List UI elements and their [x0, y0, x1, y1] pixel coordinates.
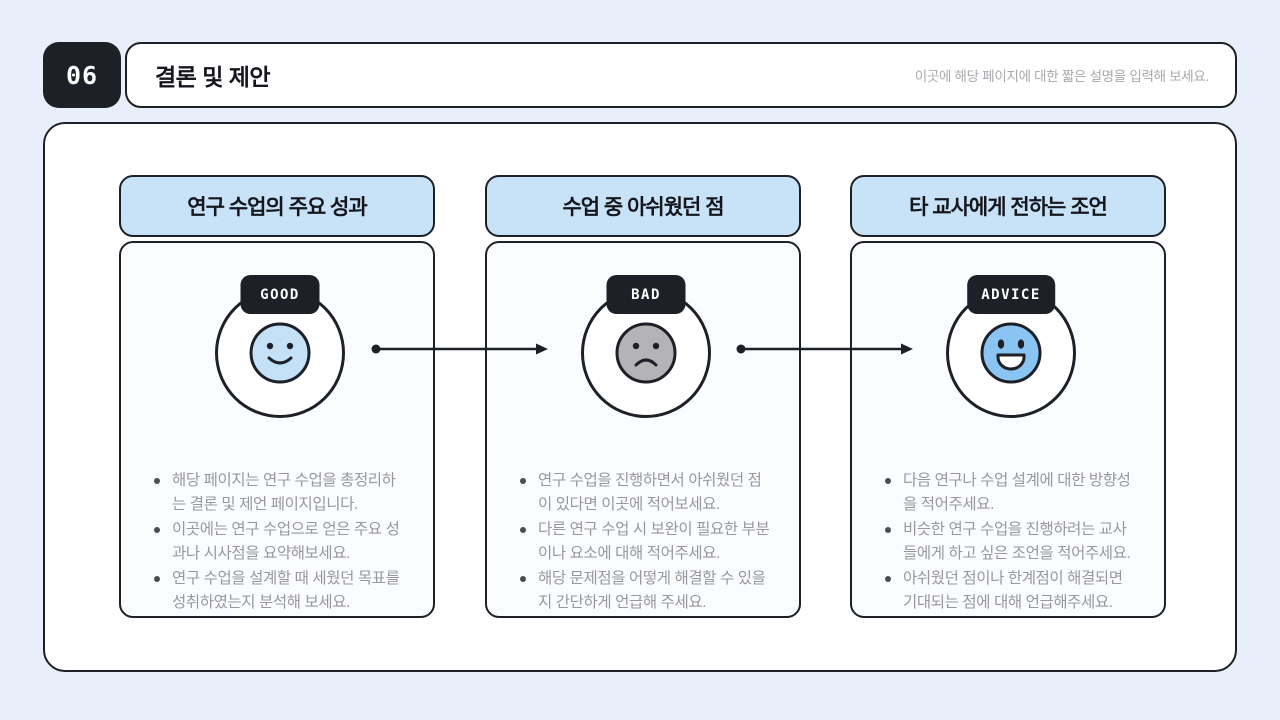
card-regrets-body: BAD 연구 수업을 진행하면서 아쉬웠던 점이 있다면 이곳에 적어보세요. …	[485, 241, 801, 618]
good-figure: GOOD	[153, 275, 407, 444]
card-advice: 타 교사에게 전하는 조언 ADVICE 다음 연구나 수업 설계에 대한 방향…	[850, 175, 1166, 618]
card-advice-body: ADVICE 다음 연구나 수업 설계에 대한 방향성을 적어주세요. 비슷한 …	[850, 241, 1166, 618]
list-item: 연구 수업을 진행하면서 아쉬웠던 점이 있다면 이곳에 적어보세요.	[519, 469, 773, 517]
good-face-icon	[249, 322, 311, 384]
bad-figure: BAD	[519, 275, 773, 444]
list-item: 아쉬웠던 점이나 한계점이 해결되면 기대되는 점에 대해 언급해주세요.	[884, 567, 1138, 615]
list-item: 해당 페이지는 연구 수업을 총정리하는 결론 및 제언 페이지입니다.	[153, 469, 407, 517]
list-item: 연구 수업을 설계할 때 세웠던 목표를 성취하였는지 분석해 보세요.	[153, 567, 407, 615]
page-number-badge: 06	[43, 42, 121, 108]
content-panel: 연구 수업의 주요 성과 GOOD 해당 페이지는 연구 수업을 총정리하는 결…	[43, 122, 1237, 672]
card-achievements: 연구 수업의 주요 성과 GOOD 해당 페이지는 연구 수업을 총정리하는 결…	[119, 175, 435, 618]
card-title: 수업 중 아쉬웠던 점	[562, 196, 724, 219]
page-title: 결론 및 제안	[155, 64, 271, 90]
card-title: 타 교사에게 전하는 조언	[909, 196, 1108, 219]
page-description: 이곳에 해당 페이지에 대한 짧은 설명을 입력해 보세요.	[914, 69, 1210, 84]
card-achievements-header: 연구 수업의 주요 성과	[119, 175, 435, 237]
advice-face-ring	[946, 288, 1076, 418]
card-regrets: 수업 중 아쉬웠던 점 BAD 연구 수업을 진행하면서 아쉬웠던 점이 있다면	[485, 175, 801, 618]
list-item: 다른 연구 수업 시 보완이 필요한 부분이나 요소에 대해 적어주세요.	[519, 518, 773, 566]
bullet-list: 연구 수업을 진행하면서 아쉬웠던 점이 있다면 이곳에 적어보세요. 다른 연…	[519, 469, 773, 615]
arrow-icon	[736, 343, 913, 355]
title-bar: 결론 및 제안 이곳에 해당 페이지에 대한 짧은 설명을 입력해 보세요.	[125, 42, 1237, 108]
advice-badge: ADVICE	[967, 275, 1055, 314]
card-achievements-body: GOOD 해당 페이지는 연구 수업을 총정리하는 결론 및 제언 페이지입니다…	[119, 241, 435, 618]
advice-figure: ADVICE	[884, 275, 1138, 444]
good-badge: GOOD	[240, 275, 320, 314]
bad-badge: BAD	[606, 275, 686, 314]
card-advice-header: 타 교사에게 전하는 조언	[850, 175, 1166, 237]
bad-face-icon	[615, 322, 677, 384]
card-regrets-header: 수업 중 아쉬웠던 점	[485, 175, 801, 237]
list-item: 이곳에는 연구 수업으로 얻은 주요 성과나 시사점을 요약해보세요.	[153, 518, 407, 566]
good-badge-label: GOOD	[260, 286, 300, 303]
arrow-icon	[371, 343, 548, 355]
advice-face-icon	[980, 322, 1042, 384]
bullet-list: 해당 페이지는 연구 수업을 총정리하는 결론 및 제언 페이지입니다. 이곳에…	[153, 469, 407, 615]
card-title: 연구 수업의 주요 성과	[187, 196, 367, 219]
advice-badge-label: ADVICE	[981, 286, 1041, 303]
list-item: 해당 문제점을 어떻게 해결할 수 있을지 간단하게 언급해 주세요.	[519, 567, 773, 615]
bullet-list: 다음 연구나 수업 설계에 대한 방향성을 적어주세요. 비슷한 연구 수업을 …	[884, 469, 1138, 615]
bad-badge-label: BAD	[631, 286, 661, 303]
page-number: 06	[65, 60, 99, 90]
list-item: 비슷한 연구 수업을 진행하려는 교사들에게 하고 싶은 조언을 적어주세요.	[884, 518, 1138, 566]
list-item: 다음 연구나 수업 설계에 대한 방향성을 적어주세요.	[884, 469, 1138, 517]
